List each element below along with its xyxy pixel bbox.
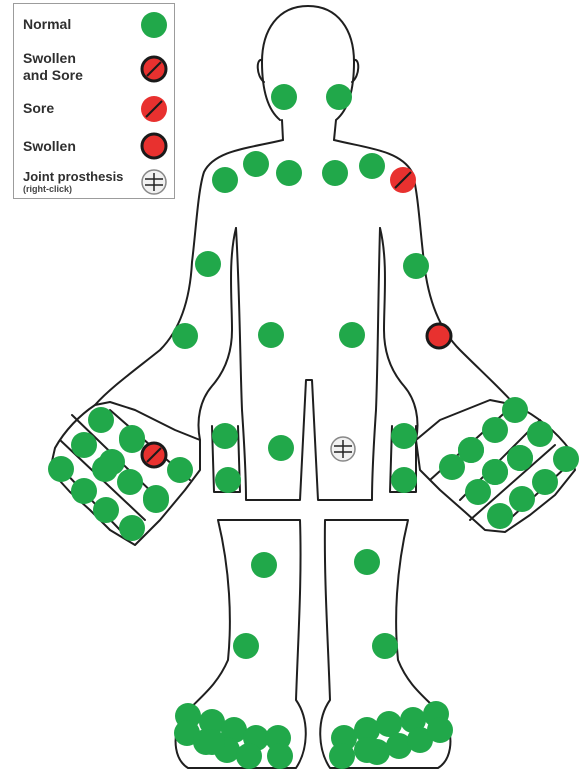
joint-finger-joint-left-04[interactable] — [527, 421, 553, 447]
joint-finger-joint-left-09[interactable] — [509, 486, 535, 512]
joint-finger-joint-left-16[interactable] — [482, 459, 508, 485]
joint-acromioclavicular-left[interactable] — [359, 153, 385, 179]
joint-sternoclavicular-left[interactable] — [322, 160, 348, 186]
joint-wrist-right[interactable] — [172, 323, 198, 349]
legend-normal-label: Normal — [23, 16, 71, 33]
joint-knee-left[interactable] — [331, 437, 355, 461]
sore-swatch-icon — [138, 93, 170, 125]
joint-finger-joint-right-10[interactable] — [93, 497, 119, 523]
joint-toe-joint-left-10[interactable] — [427, 717, 453, 743]
swollen-and-sore-swatch-icon — [138, 53, 170, 85]
joint-finger-joint-left-10[interactable] — [487, 503, 513, 529]
joint-finger-joint-left-13[interactable] — [391, 423, 417, 449]
joint-shoulder-right[interactable] — [212, 167, 238, 193]
joint-finger-joint-left-12[interactable] — [465, 479, 491, 505]
joint-toe-joint-right-09[interactable] — [236, 743, 262, 769]
joint-hip-right[interactable] — [258, 322, 284, 348]
legend-swollen-and-sore: Swollen and Sore — [14, 48, 174, 92]
joint-toe-joint-left-11[interactable] — [354, 737, 380, 763]
legend-prosthesis-hint: (right-click) — [23, 184, 72, 194]
legend-swollen-label: Swollen — [23, 138, 76, 155]
joint-finger-joint-left-02[interactable] — [482, 417, 508, 443]
joint-finger-joint-right-17[interactable] — [143, 485, 169, 511]
legend-normal: Normal — [14, 8, 174, 42]
joint-shoulder-left[interactable] — [390, 167, 416, 193]
joint-midfoot-right[interactable] — [233, 633, 259, 659]
normal-swatch-icon — [138, 9, 170, 41]
joint-finger-joint-right-05[interactable] — [71, 478, 97, 504]
swollen-swatch-icon — [138, 130, 170, 162]
joint-finger-joint-right-08[interactable] — [92, 456, 118, 482]
joint-toe-joint-left-06[interactable] — [329, 743, 355, 769]
legend-swollen-and-sore-label-1: Swollen — [23, 50, 76, 67]
joint-finger-joint-right-01[interactable] — [88, 407, 114, 433]
joint-finger-joint-left-07[interactable] — [553, 446, 579, 472]
legend-sore: Sore — [14, 92, 174, 126]
joint-finger-joint-left-14[interactable] — [391, 467, 417, 493]
legend-prosthesis: Joint prosthesis (right-click) — [14, 164, 174, 198]
joint-toe-joint-right-11[interactable] — [199, 729, 225, 755]
joint-finger-joint-left-17[interactable] — [458, 437, 484, 463]
joint-finger-joint-right-02[interactable] — [71, 432, 97, 458]
joint-hip-left[interactable] — [339, 322, 365, 348]
legend-swollen-and-sore-label-2: and Sore — [23, 67, 83, 84]
joint-midfoot-left[interactable] — [372, 633, 398, 659]
joint-finger-joint-right-15[interactable] — [215, 467, 241, 493]
joint-finger-joint-right-07[interactable] — [142, 443, 166, 467]
legend-panel: Normal Swollen and Sore Sore Swollen Joi… — [13, 3, 175, 199]
joint-jaw-right[interactable] — [271, 84, 297, 110]
joint-finger-joint-left-08[interactable] — [532, 469, 558, 495]
prosthesis-swatch-icon — [138, 166, 170, 198]
joint-finger-joint-right-12[interactable] — [167, 457, 193, 483]
legend-sore-label: Sore — [23, 100, 54, 117]
joint-finger-joint-right-03[interactable] — [48, 456, 74, 482]
joint-ankle-right[interactable] — [251, 552, 277, 578]
joint-wrist-left[interactable] — [427, 324, 451, 348]
joint-knee-right[interactable] — [268, 435, 294, 461]
joint-finger-joint-right-09[interactable] — [117, 469, 143, 495]
legend-swollen: Swollen — [14, 128, 174, 162]
joint-finger-joint-right-14[interactable] — [212, 423, 238, 449]
joint-toe-joint-right-10[interactable] — [267, 743, 293, 769]
joint-finger-joint-right-16[interactable] — [119, 427, 145, 453]
joint-finger-joint-right-13[interactable] — [119, 515, 145, 541]
joint-sternoclavicular-right[interactable] — [276, 160, 302, 186]
joint-elbow-left[interactable] — [403, 253, 429, 279]
joint-finger-joint-left-01[interactable] — [502, 397, 528, 423]
joint-finger-joint-left-15[interactable] — [507, 445, 533, 471]
joint-ankle-left[interactable] — [354, 549, 380, 575]
joint-acromioclavicular-right[interactable] — [243, 151, 269, 177]
joint-elbow-right[interactable] — [195, 251, 221, 277]
joint-jaw-left[interactable] — [326, 84, 352, 110]
legend-prosthesis-label: Joint prosthesis — [23, 168, 123, 185]
